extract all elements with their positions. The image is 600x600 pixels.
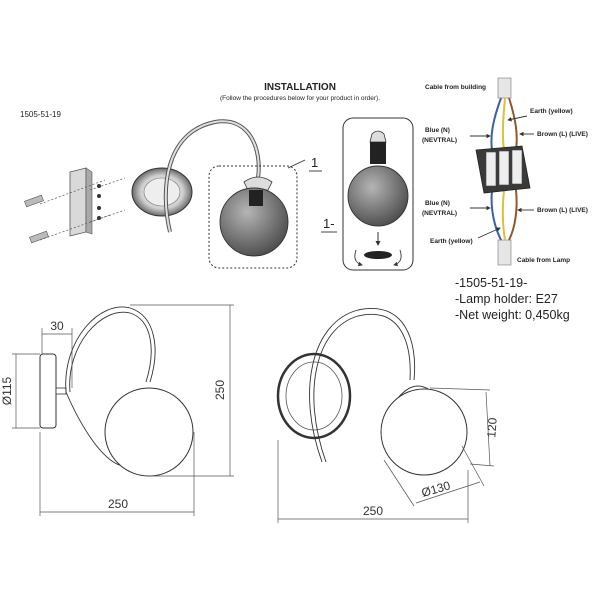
- mounting-bracket: [69, 167, 87, 237]
- dim-width-side-250: 250: [108, 497, 128, 511]
- side-arm-lower: [65, 391, 123, 467]
- blue-label-top: Blue (N): [425, 127, 450, 134]
- product-code-small: 1505-51-19: [20, 110, 61, 119]
- blue-label-bottom: Blue (N): [425, 200, 450, 207]
- brown-label-bottom: Brown (L) (LIVE): [537, 207, 588, 214]
- lamp-cable-sheath: [497, 239, 512, 266]
- dim-height-250: 250: [213, 380, 227, 400]
- spec-lamp-holder: -Lamp holder: E27: [455, 292, 558, 306]
- side-glass-shade: [104, 387, 194, 477]
- dim-ext: [383, 459, 415, 507]
- wire-blue-bottom: [490, 189, 502, 241]
- earth-label-top: Earth (yellow): [530, 108, 573, 115]
- terminal-connector: [485, 151, 497, 187]
- wall-plug: [29, 230, 49, 244]
- step-number-label: 1: [311, 155, 318, 170]
- lamp-holder: [249, 190, 263, 206]
- screw-icon: [97, 216, 101, 220]
- rotate-arrow-right: [393, 249, 402, 267]
- brown-label-top: Brown (L) (LIVE): [537, 131, 588, 138]
- wire-brown-bottom: [508, 189, 518, 241]
- terminal-connector: [511, 149, 523, 185]
- screw-guide-line: [39, 179, 106, 205]
- neutral-label-top: (NEVTRAL): [422, 137, 457, 144]
- screw-guide-line: [89, 177, 126, 191]
- lamp-socket-cap: [243, 176, 273, 191]
- front-arm-inner: [313, 313, 411, 463]
- lamp-arm-highlight: [164, 120, 260, 233]
- cable-from-building-label: Cable from building: [425, 84, 486, 91]
- screw-guide-line: [89, 209, 126, 223]
- side-backplate: [39, 353, 57, 429]
- dim-line-120: [485, 391, 491, 467]
- product-specs: -1505-51-19- -Lamp holder: E27 -Net weig…: [455, 276, 570, 322]
- front-view-drawing: Ø130 120 250: [276, 308, 500, 523]
- earth-bottom-pointer: [477, 227, 501, 239]
- screw-icon: [97, 184, 101, 188]
- side-arm-outer: [65, 306, 156, 393]
- cable-from-lamp-label: Cable from Lamp: [517, 257, 570, 264]
- side-view-drawing: 30 Ø115 250 250: [0, 304, 234, 516]
- screw-icon: [97, 194, 101, 198]
- dim-shade-height-120: 120: [484, 417, 499, 438]
- detail-socket-cap: [369, 130, 387, 143]
- front-arm-outer: [309, 308, 416, 463]
- assembly-detail-box: 1-: [321, 117, 414, 271]
- dim-projection-30: 30: [50, 319, 64, 333]
- retaining-ring: [364, 251, 392, 259]
- dim-line-130: [415, 481, 481, 504]
- glass-shade: [219, 187, 289, 257]
- step-number-detail: 1-: [323, 216, 335, 231]
- dim-ext: [469, 463, 495, 467]
- callout-leader: [287, 159, 306, 169]
- wall-plug: [24, 194, 44, 208]
- backplate-inner: [143, 177, 181, 207]
- dim-backplate-115: Ø115: [0, 376, 14, 405]
- earth-label-bottom: Earth (yellow): [430, 238, 473, 245]
- building-cable-sheath: [497, 77, 512, 99]
- side-arm-inner: [69, 311, 152, 393]
- dim-width-front-250: 250: [363, 504, 383, 518]
- wire-yellow-top: [501, 97, 506, 151]
- spec-net-weight: -Net weight: 0,450kg: [455, 308, 570, 322]
- dim-ext: [429, 387, 491, 391]
- wire-blue-top: [490, 97, 502, 151]
- earth-top-pointer: [507, 115, 528, 122]
- lamp-illustration-top: 1: [131, 119, 322, 269]
- wire-yellow-bottom: [501, 189, 506, 241]
- dim-ext: [461, 445, 485, 487]
- screw-icon: [97, 206, 101, 210]
- rotate-arrow-left: [354, 249, 363, 267]
- detail-lamp-holder: [370, 142, 386, 164]
- spec-code: -1505-51-19-: [455, 276, 527, 290]
- wire-brown-top: [508, 97, 518, 151]
- installation-subtitle: (Follow the procedures below for your pr…: [220, 95, 380, 102]
- mounting-bracket-side: [85, 167, 93, 235]
- terminal-connector: [498, 150, 510, 186]
- front-glass-shade: [380, 388, 468, 476]
- detail-glass-shade: [347, 165, 409, 227]
- wiring-diagram: Cable from building Earth (yellow) Blue …: [422, 77, 588, 266]
- neutral-label-bottom: (NEVTRAL): [422, 210, 457, 217]
- wall-bracket-assembly: [24, 167, 126, 244]
- installation-title: INSTALLATION: [264, 82, 336, 93]
- side-mount-stub: [55, 387, 67, 395]
- detail-callout-box: [208, 165, 298, 269]
